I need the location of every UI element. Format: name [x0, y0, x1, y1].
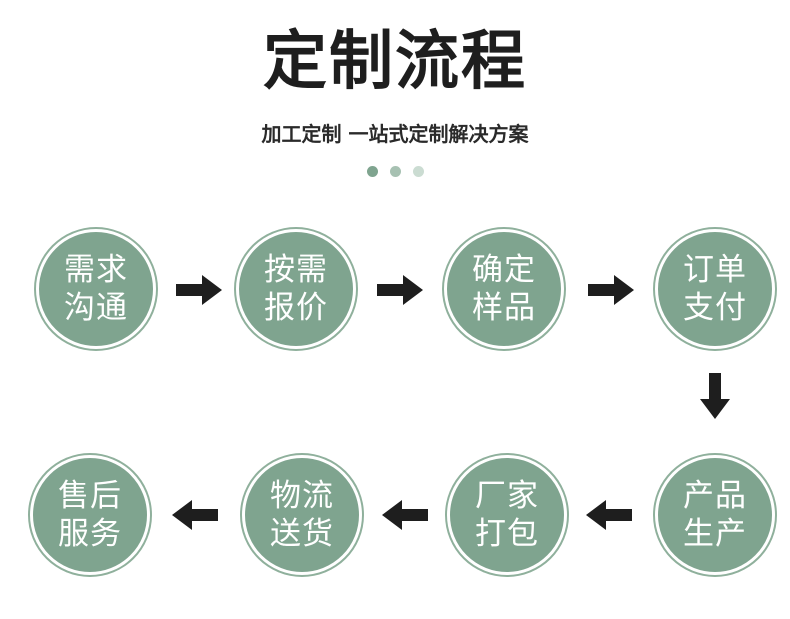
step-production: 产品 生产	[655, 455, 775, 575]
step-label-line2: 送货	[270, 516, 334, 552]
step-after-sales: 售后 服务	[30, 455, 150, 575]
step-label-line2: 支付	[683, 290, 747, 326]
arrow-right-icon	[176, 275, 222, 305]
step-label-line1: 按需	[264, 252, 328, 288]
arrow-left-icon	[586, 500, 632, 530]
step-label-line2: 打包	[475, 516, 539, 552]
step-label-line2: 沟通	[64, 290, 128, 326]
step-label-line2: 服务	[58, 516, 122, 552]
step-quote: 按需 报价	[236, 229, 356, 349]
page-title: 定制流程	[263, 25, 527, 99]
arrow-right-icon	[377, 275, 423, 305]
step-logistics: 物流 送货	[242, 455, 362, 575]
step-order-payment: 订单 支付	[655, 229, 775, 349]
step-confirm-sample: 确定 样品	[444, 229, 564, 349]
dot-3	[412, 166, 424, 177]
step-label-line2: 样品	[472, 290, 536, 326]
step-label-line1: 确定	[472, 252, 536, 288]
dot-2	[389, 166, 401, 177]
step-label-line2: 生产	[683, 516, 747, 552]
step-label-line1: 售后	[58, 478, 122, 514]
step-label-line2: 报价	[264, 290, 328, 326]
arrow-left-icon	[172, 500, 218, 530]
arrow-right-icon	[588, 275, 634, 305]
step-label-line1: 需求	[64, 252, 128, 288]
pager-dots	[0, 166, 790, 177]
arrow-left-icon	[382, 500, 428, 530]
step-label-line1: 厂家	[475, 478, 539, 514]
step-packing: 厂家 打包	[447, 455, 567, 575]
dot-1	[366, 166, 378, 177]
step-label-line1: 订单	[683, 252, 747, 288]
arrow-down-icon	[700, 373, 730, 419]
page-subtitle: 加工定制 一站式定制解决方案	[261, 122, 529, 146]
step-label-line1: 物流	[270, 478, 334, 514]
step-need-communication: 需求 沟通	[36, 229, 156, 349]
step-label-line1: 产品	[683, 478, 747, 514]
